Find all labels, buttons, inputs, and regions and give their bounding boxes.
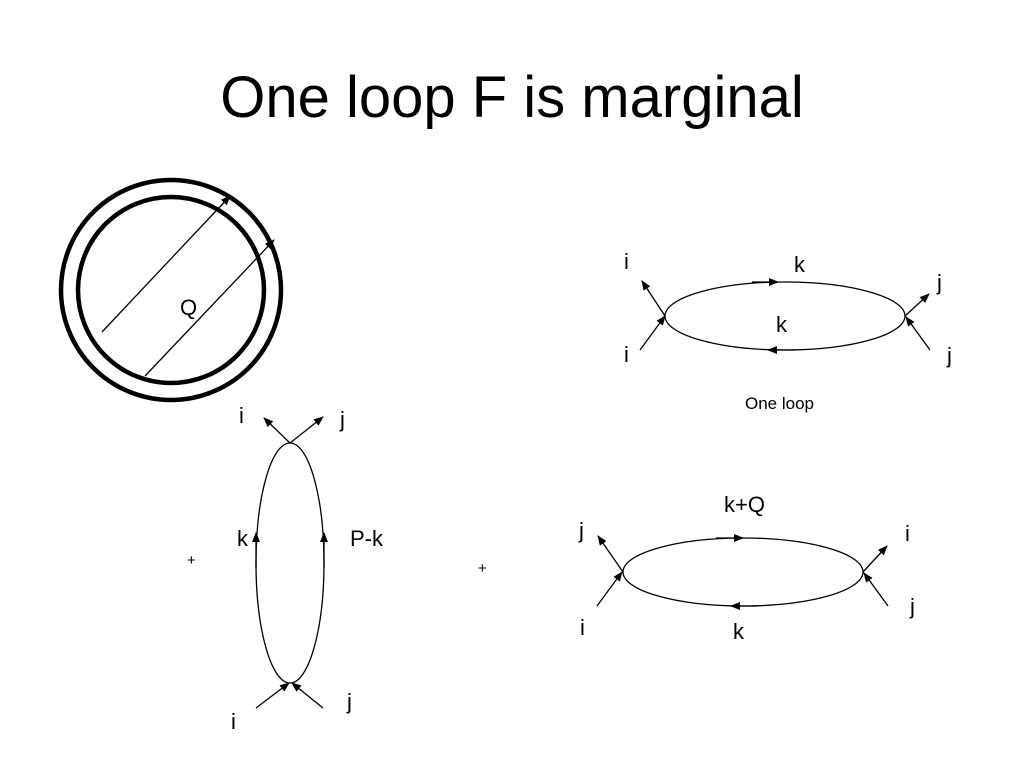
label-bottom-left-i: i bbox=[580, 615, 585, 640]
vertical-bubble bbox=[255, 442, 325, 684]
fermi-surface-outer-ring bbox=[58, 177, 284, 403]
label-top-left-i: i bbox=[239, 403, 244, 428]
external-leg-in-bottom-left bbox=[255, 682, 290, 709]
fermi-surface: Q bbox=[58, 177, 284, 403]
label-bottom-right-j: j bbox=[946, 343, 952, 368]
momentum-label-q: Q bbox=[180, 295, 197, 320]
label-upper-propagator-k: k bbox=[794, 252, 806, 277]
one-loop-caption: One loop bbox=[745, 394, 814, 413]
plus-sign-right: + bbox=[478, 560, 487, 577]
external-leg-out-left bbox=[641, 280, 666, 317]
zero-sound-bubble-diagram: j i i j k+Q k bbox=[578, 492, 915, 644]
vertical-bubble-diagram: i j k P-k i j bbox=[231, 403, 384, 734]
momentum-arrow-upper bbox=[101, 195, 231, 333]
zero-sound-bubble bbox=[622, 537, 864, 607]
external-leg-out-top-right bbox=[289, 416, 324, 444]
external-leg-out-top-left bbox=[263, 417, 291, 444]
label-top-right-i: i bbox=[905, 521, 910, 546]
external-leg-in-left bbox=[639, 315, 666, 351]
one-loop-diagram: i i j j k k One loop bbox=[624, 249, 952, 413]
momentum-arrow-lower bbox=[144, 239, 275, 377]
label-top-left-j: j bbox=[578, 518, 584, 543]
external-leg-out-right bbox=[862, 545, 888, 573]
external-leg-out-left bbox=[597, 535, 624, 573]
label-top-left-i: i bbox=[624, 249, 629, 274]
external-leg-in-left bbox=[596, 571, 623, 607]
label-bottom-right-j: j bbox=[909, 594, 915, 619]
external-leg-in-bottom-right bbox=[291, 682, 324, 709]
label-top-right-j: j bbox=[936, 270, 942, 295]
label-left-propagator-k: k bbox=[237, 526, 249, 551]
plus-sign-left: + bbox=[187, 552, 196, 569]
external-leg-out-right bbox=[904, 293, 930, 317]
label-bottom-right-j: j bbox=[346, 689, 352, 714]
label-bottom-left-i: i bbox=[231, 709, 236, 734]
label-lower-propagator-k: k bbox=[776, 312, 788, 337]
external-leg-in-right bbox=[863, 572, 889, 607]
label-bottom-left-i: i bbox=[624, 342, 629, 367]
fermi-surface-inner-ring bbox=[75, 194, 267, 386]
label-right-propagator-p-k: P-k bbox=[350, 526, 384, 551]
external-leg-in-right bbox=[905, 316, 931, 351]
label-upper-propagator-k-plus-q: k+Q bbox=[724, 492, 765, 517]
label-top-right-j: j bbox=[339, 407, 345, 432]
label-lower-propagator-k: k bbox=[733, 619, 745, 644]
slide-title: One loop F is marginal bbox=[220, 65, 804, 130]
